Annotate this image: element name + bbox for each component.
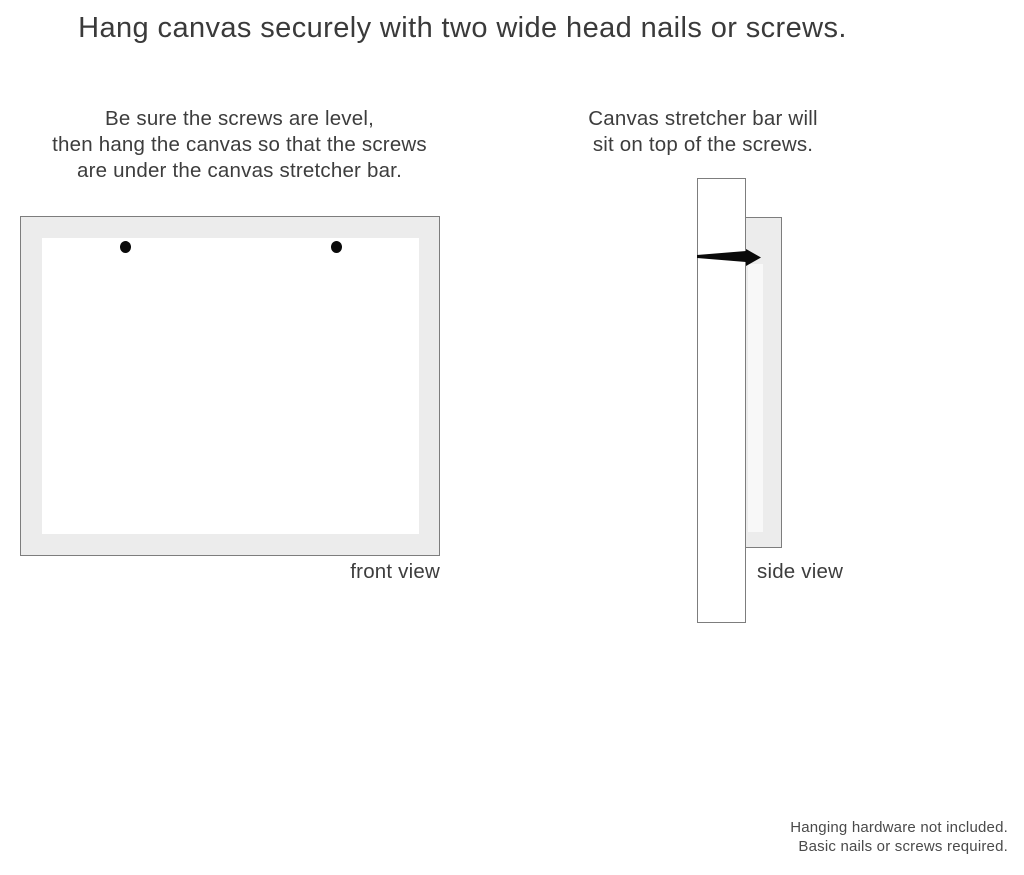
nail-head-dot-icon xyxy=(120,241,131,253)
front-view-instructions: Be sure the screws are level, then hang … xyxy=(12,106,467,184)
front-view-instructions-line-1: Be sure the screws are level, xyxy=(105,107,374,130)
hardware-footnote-line-1: Hanging hardware not included. xyxy=(790,819,1008,836)
front-view-instructions-line-3: are under the canvas stretcher bar. xyxy=(77,159,402,182)
hardware-footnote-line-2: Basic nails or screws required. xyxy=(798,838,1008,855)
nail-side-icon xyxy=(697,249,761,266)
page-title: Hang canvas securely with two wide head … xyxy=(78,12,847,44)
canvas-front-view-frame xyxy=(20,216,440,556)
hardware-footnote: Hanging hardware not included. Basic nai… xyxy=(608,818,1008,856)
canvas-side-panel xyxy=(745,217,782,548)
front-view-instructions-line-2: then hang the canvas so that the screws xyxy=(52,133,427,156)
canvas-side-inner-strip xyxy=(748,264,763,532)
canvas-front-view-face xyxy=(42,238,419,534)
front-view-label: front view xyxy=(350,560,440,583)
side-view-instructions-line-1: Canvas stretcher bar will xyxy=(588,107,818,130)
nail-head-dot-icon xyxy=(331,241,342,253)
side-view-label: side view xyxy=(757,560,844,583)
side-view-instructions-line-2: sit on top of the screws. xyxy=(592,133,814,156)
side-view-instructions: Canvas stretcher bar will sit on top of … xyxy=(558,106,848,158)
